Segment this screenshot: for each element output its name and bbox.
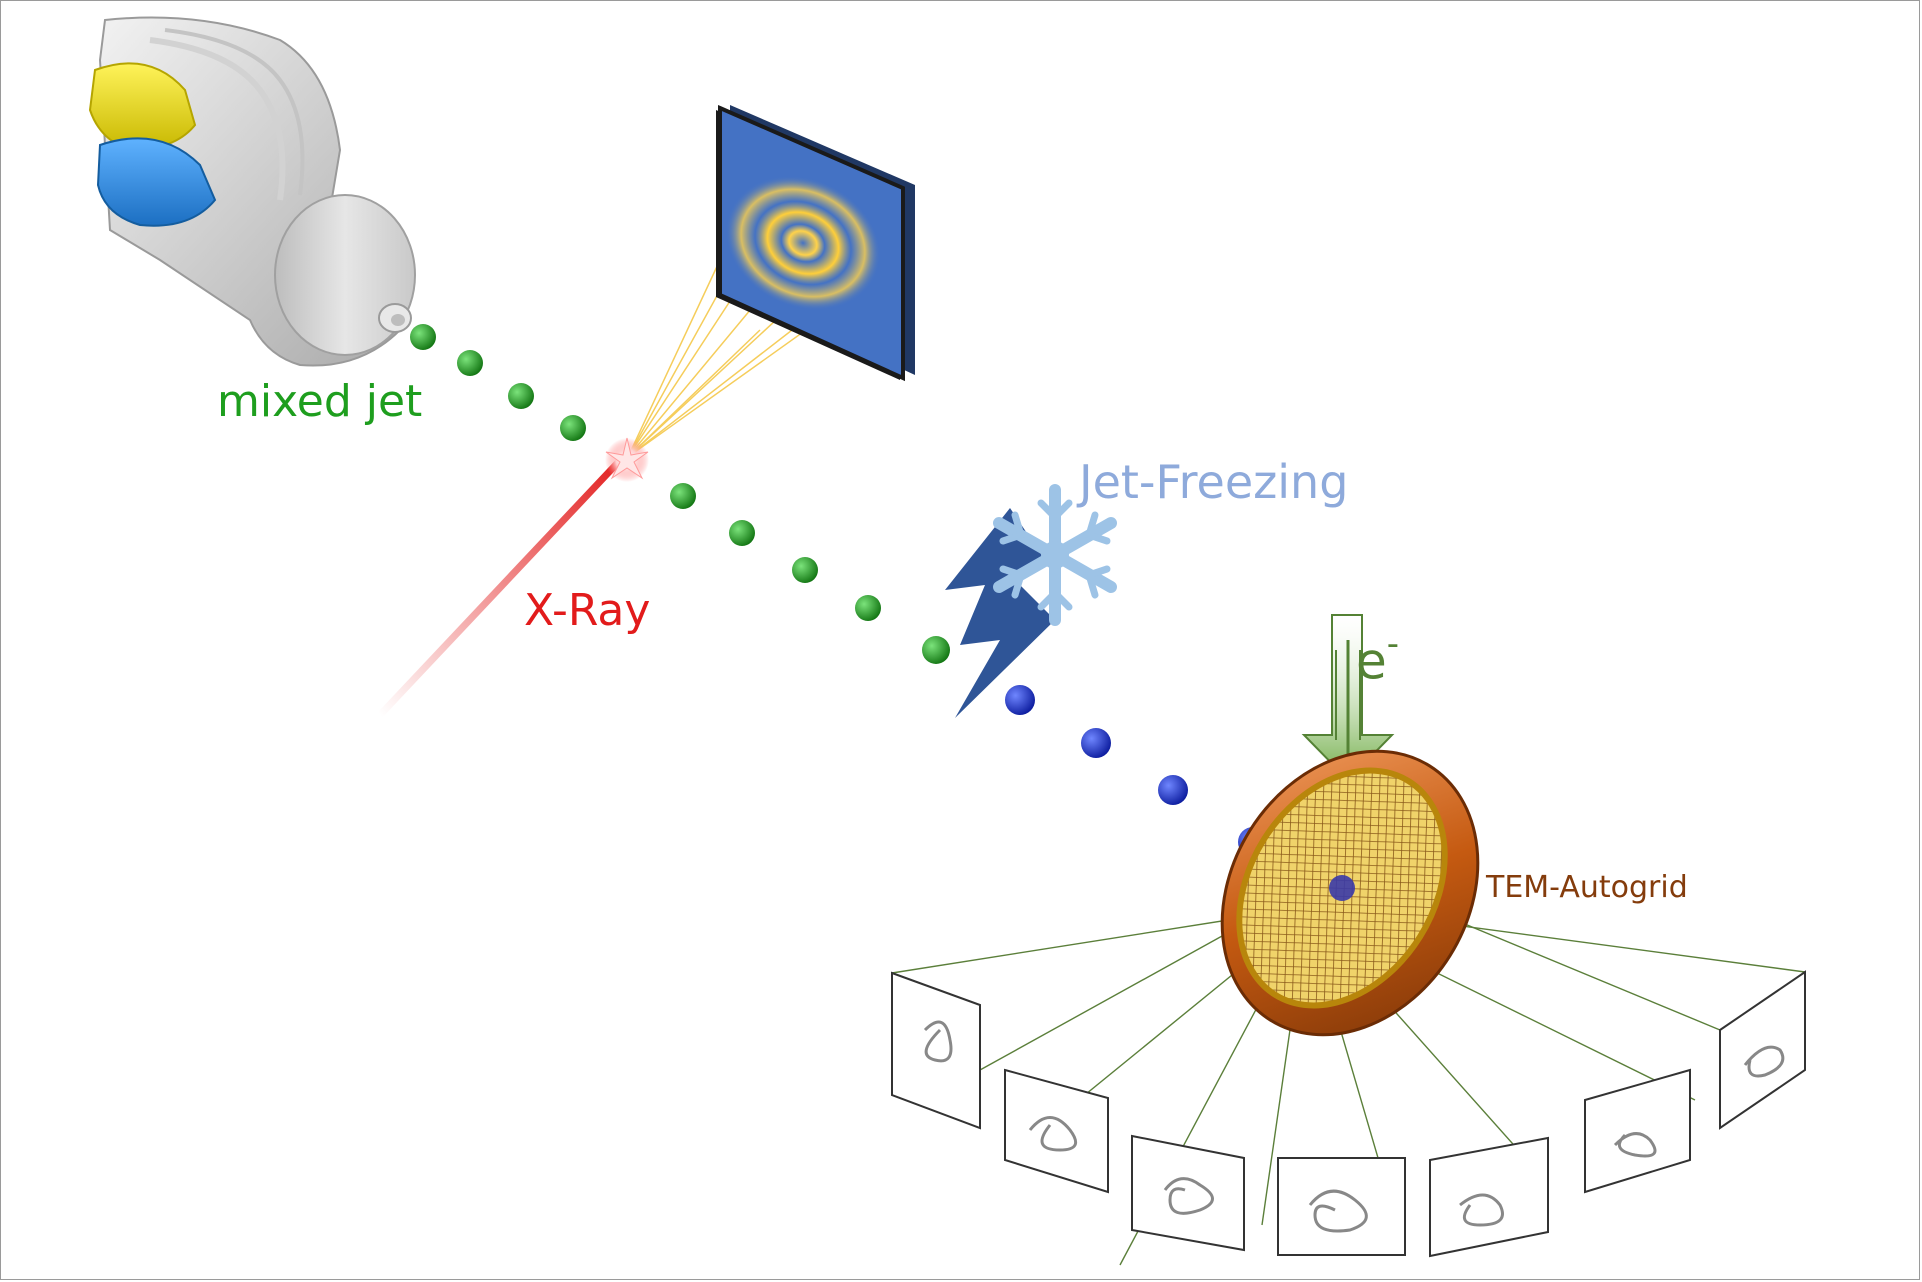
- frozen-droplet: [1081, 728, 1111, 758]
- jet-droplets: [410, 324, 950, 664]
- droplet: [855, 595, 881, 621]
- projection-panel: [1584, 1068, 1691, 1194]
- label-tem-autogrid: TEM-Autogrid: [1486, 870, 1688, 905]
- droplet: [729, 520, 755, 546]
- label-xray: X-Ray: [524, 585, 651, 636]
- label-jet-freezing: Jet-Freezing: [1079, 455, 1349, 509]
- interaction-spark: [605, 437, 649, 482]
- lightning-bolt-icon: [945, 508, 1055, 718]
- autogrid-icon: [1220, 749, 1480, 1037]
- droplet: [457, 350, 483, 376]
- xray-beam: [376, 451, 629, 719]
- projection-panel: [891, 971, 981, 1130]
- droplet: [508, 383, 534, 409]
- label-electron: e-: [1356, 624, 1399, 691]
- projection-panel: [1277, 1157, 1406, 1256]
- droplet: [560, 415, 586, 441]
- label-mixed-jet: mixed jet: [217, 376, 423, 427]
- electron-charge: -: [1386, 624, 1400, 664]
- frozen-droplet: [1158, 775, 1188, 805]
- droplet: [670, 483, 696, 509]
- injector-nozzle-icon: [88, 16, 416, 367]
- projection-panel: [1004, 1068, 1109, 1194]
- snowflake-icon: [993, 484, 1117, 626]
- projection-panel: [1429, 1136, 1549, 1258]
- projection-panels: [891, 970, 1806, 1258]
- projection-panel: [1131, 1134, 1245, 1252]
- electron-symbol: e: [1356, 632, 1387, 691]
- frozen-droplets: [1005, 685, 1268, 857]
- detector-panel-icon: [716, 104, 915, 382]
- frozen-droplet: [1005, 685, 1035, 715]
- electron-arrow-icon: [1301, 614, 1395, 782]
- projection-panel: [1719, 970, 1806, 1130]
- droplet: [410, 324, 436, 350]
- droplet: [922, 636, 950, 664]
- droplet: [792, 557, 818, 583]
